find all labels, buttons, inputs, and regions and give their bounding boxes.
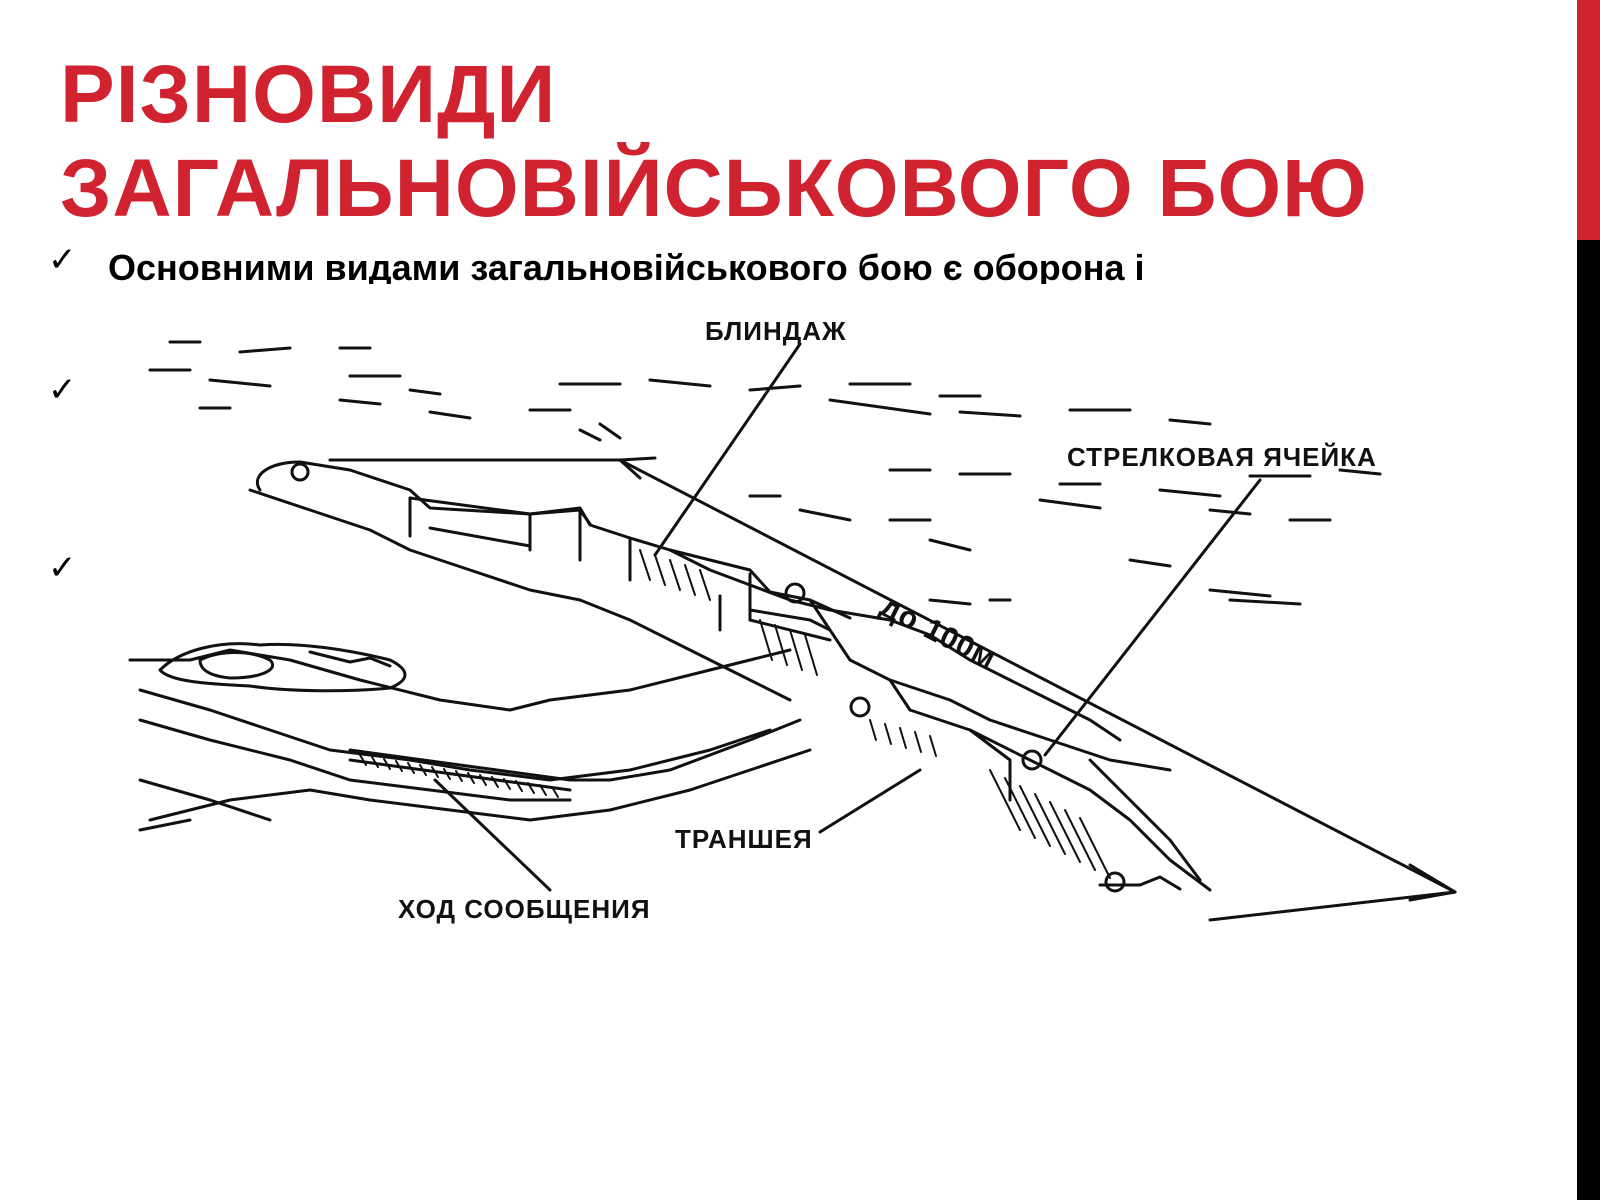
checkmark-icon: ✓ [48,240,77,280]
leader-lines [433,342,1262,892]
checkmark-icon: ✓ [48,548,77,588]
parapet-outline [248,460,1212,892]
communication-hatching [359,754,559,798]
rifle-cell-figures [290,462,1182,893]
label-trench: ТРАНШЕЯ [675,824,813,854]
label-rifle-cell: СТРЕЛКОВАЯ ЯЧЕЙКА [1067,442,1377,472]
label-dugout: БЛИНДАЖ [705,316,847,346]
trench-drawing [128,340,1457,922]
bullet-1-text: Основними видами загальновійськового бою… [108,247,1145,284]
communication-trench [128,648,812,832]
title-line-1: РІЗНОВИДИ [60,49,557,140]
label-communication-trench: ХОД СООБЩЕНИЯ [398,894,651,924]
distance-arrow [328,456,1457,922]
trench-hatching [639,549,1111,879]
title-line-2: ЗАГАЛЬНОВІЙСЬКОВОГО БОЮ [60,143,1368,234]
dark-edge-bar [1577,240,1600,1200]
accent-edge-bar [1577,0,1600,240]
slide-title: РІЗНОВИДИ ЗАГАЛЬНОВІЙСЬКОВОГО БОЮ [60,48,1368,236]
terrain-dashes [148,340,1382,606]
trench-diagram: БЛИНДАЖ СТРЕЛКОВАЯ ЯЧЕЙКА до 100м ТРАНШЕ… [110,300,1510,960]
checkmark-icon: ✓ [48,370,77,410]
emplacement-left [158,642,407,693]
